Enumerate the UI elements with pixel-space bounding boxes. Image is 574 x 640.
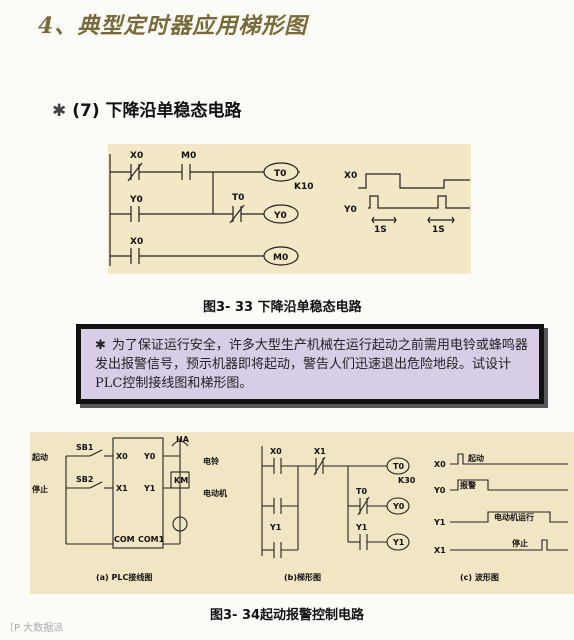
wiring-km-label: KM	[174, 476, 188, 485]
wiring-x1-label: X1	[116, 484, 128, 493]
wiring-stop-label: 停止	[32, 484, 48, 494]
wave-x0-label: X0	[434, 460, 446, 469]
y0-no-label: Y0	[129, 195, 143, 205]
figure-3-34-panel: 起动 停止 SB1 SB2 X0 X1 Y0 Y1 COM COM1 HA KM…	[30, 432, 574, 594]
wave-stop-label: 停止	[512, 538, 528, 548]
figure-3-34-caption: 图3- 34起动报警控制电路	[210, 608, 365, 623]
wiring-motor-label: 电动机	[203, 488, 227, 498]
figure-3-33-diagram: X0 M0 T0 K10 Y0 T0 Y0 X0 M0 X0 Y0 1S 1S	[109, 151, 470, 266]
m0-no-label: M0	[181, 151, 196, 161]
y0-coil-label: Y0	[273, 211, 287, 221]
wiring-bell-label: 电铃	[203, 456, 219, 466]
wave-y0-label: Y0	[433, 486, 446, 495]
wiring-sb2-label: SB2	[76, 475, 93, 484]
k10-label: K10	[294, 182, 314, 192]
note-star-icon: ✱	[95, 338, 106, 353]
wave-alarm-label: 报警	[460, 480, 476, 490]
timing-1s-second: 1S	[432, 225, 445, 235]
wave-x1-label: X1	[434, 546, 446, 555]
ladder-y1-contact-b-label: Y1	[355, 523, 368, 532]
ladder-y1-coil-label: Y1	[392, 538, 405, 547]
t0-coil-label: T0	[274, 169, 286, 179]
ladder-t0-coil-label: T0	[393, 462, 404, 471]
x0-nc-label: X0	[130, 151, 143, 161]
t0-nc-label: T0	[232, 193, 244, 203]
alarm-timing-waveforms	[450, 453, 568, 551]
watermark-text: 〔P 大数据派	[4, 623, 64, 634]
section-label: (7) 下降沿单稳态电路	[72, 101, 242, 121]
wave-start-label: 起动	[467, 453, 484, 463]
wiring-ha-label: HA	[176, 435, 190, 444]
x0-no-label: X0	[130, 237, 143, 247]
wiring-x0-label: X0	[116, 452, 128, 461]
timing-1s-first: 1S	[374, 225, 387, 235]
ladder-y0-coil-label: Y0	[392, 502, 405, 511]
star-icon: ✱	[52, 101, 67, 121]
wiring-y1-label: Y1	[143, 484, 156, 493]
alarm-ladder-diagram	[261, 446, 410, 558]
m0-coil-label: M0	[273, 253, 288, 263]
section-title: ✱(7) 下降沿单稳态电路	[52, 96, 242, 121]
note-text: 为了保证运行安全，许多大型生产机械在运行起动之前需用电铃或蜂鸣器发出报警信号，预…	[95, 338, 528, 391]
ladder-x1-label: X1	[314, 447, 326, 456]
figure-3-33-panel: X0 M0 T0 K10 Y0 T0 Y0 X0 M0 X0 Y0 1S 1S	[108, 144, 471, 274]
ladder-k30-label: K30	[398, 476, 416, 485]
page-heading: 4、典型定时器应用梯形图	[38, 13, 308, 39]
wave-run-label: 电动机运行	[494, 512, 534, 522]
wiring-sb1-label: SB1	[76, 443, 94, 452]
timing-x0-label: X0	[344, 171, 357, 181]
wiring-com1-label: COM1	[138, 535, 165, 544]
wiring-start-label: 起动	[31, 452, 48, 462]
ladder-subcaption: (b)梯形图	[284, 572, 321, 582]
plc-wiring-diagram	[65, 437, 190, 549]
figure-3-33-caption: 图3- 33 下降沿单稳态电路	[203, 300, 362, 315]
wiring-y0-label: Y0	[143, 452, 156, 461]
fig33-timing-waveforms	[358, 173, 470, 224]
problem-note-box: ✱为了保证运行安全，许多大型生产机械在运行起动之前需用电铃或蜂鸣器发出报警信号，…	[76, 324, 544, 404]
ladder-t0-contact-label: T0	[356, 487, 367, 496]
figure-3-34-diagram: 起动 停止 SB1 SB2 X0 X1 Y0 Y1 COM COM1 HA KM…	[31, 435, 568, 582]
wave-y1-label: Y1	[433, 518, 446, 527]
ladder-x0-label: X0	[270, 447, 282, 456]
ladder-rails	[109, 154, 300, 266]
ladder-y1-contact-a-label: Y1	[269, 523, 282, 532]
wiring-com-label: COM	[114, 535, 135, 544]
wiring-subcaption: (a) PLC接线图	[96, 572, 152, 582]
wave-subcaption: (c) 波形图	[460, 572, 499, 582]
timing-y0-label: Y0	[343, 205, 357, 215]
